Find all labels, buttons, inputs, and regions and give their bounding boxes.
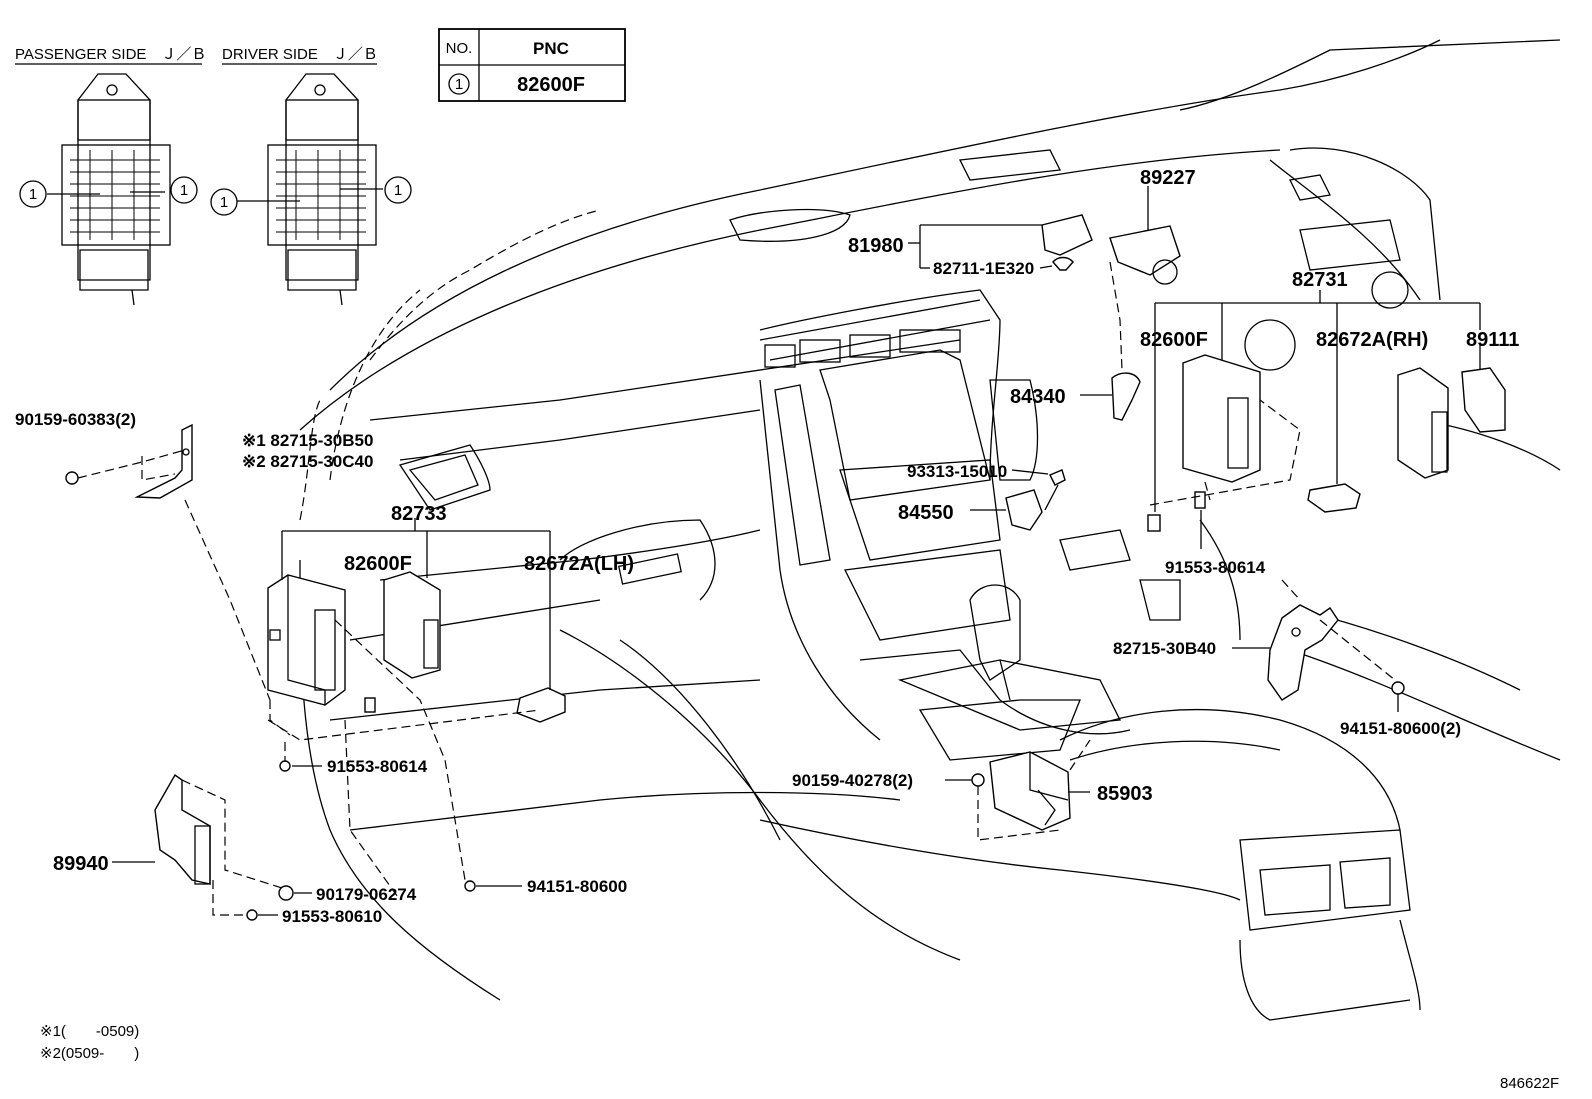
label-82672a-lh: 82672A(LH) — [524, 553, 634, 575]
dashboard-outline — [299, 39, 1561, 1021]
callout-marker-1: 1 — [180, 182, 188, 199]
label-82733: 82733 — [391, 503, 447, 525]
label-82731: 82731 — [1292, 269, 1348, 291]
part-labels: 89227 81980 82711-1E320 82731 82600F 826… — [15, 167, 1519, 926]
footnotes: ※1( -0509) ※2(0509- ) 846622F — [40, 1023, 1559, 1092]
passenger-side-jb-inset: PASSENGER SIDE Ｊ／Ｂ 1 1 — [15, 46, 206, 306]
label-93313-15010: 93313-15010 — [907, 462, 1007, 481]
label-91553-80614-rh: 91553-80614 — [1165, 558, 1266, 577]
figure-id: 846622F — [1500, 1075, 1559, 1092]
pnc-table-row-pnc: 82600F — [517, 74, 585, 96]
driver-side-label: DRIVER SIDE Ｊ／Ｂ — [222, 46, 378, 63]
footnote-2: ※2(0509- ) — [40, 1045, 139, 1062]
right-cluster — [908, 186, 1506, 841]
label-94151-80600-2-rh: 94151-80600(2) — [1340, 719, 1461, 738]
label-82715-30b50: ※1 82715-30B50 — [242, 431, 373, 450]
passenger-side-label: PASSENGER SIDE Ｊ／Ｂ — [15, 46, 206, 63]
pnc-table-row-no: 1 — [455, 76, 463, 93]
label-90159-60383-2: 90159-60383(2) — [15, 410, 136, 429]
label-82672a-rh: 82672A(RH) — [1316, 329, 1428, 351]
footnote-1: ※1( -0509) — [40, 1023, 139, 1040]
label-82715-30c40: ※2 82715-30C40 — [242, 452, 373, 471]
pnc-table-header-no: NO. — [446, 40, 473, 57]
label-90179-06274: 90179-06274 — [316, 885, 417, 904]
left-ecu-cluster — [65, 423, 566, 921]
label-82715-30b40: 82715-30B40 — [1113, 639, 1216, 658]
label-90159-40278-2: 90159-40278(2) — [792, 771, 913, 790]
label-89227: 89227 — [1140, 167, 1196, 189]
label-84340: 84340 — [1010, 386, 1066, 408]
label-91553-80614-lh: 91553-80614 — [327, 757, 428, 776]
label-82600f-rh: 82600F — [1140, 329, 1208, 351]
label-82600f-lh: 82600F — [344, 553, 412, 575]
callout-marker-1: 1 — [394, 182, 402, 199]
driver-side-jb-inset: DRIVER SIDE Ｊ／Ｂ 1 1 — [210, 46, 412, 306]
pnc-table: NO. PNC 1 82600F — [438, 28, 626, 102]
label-89111: 89111 — [1466, 329, 1519, 351]
label-84550: 84550 — [898, 502, 954, 524]
label-82711-1e320: 82711-1E320 — [933, 259, 1034, 278]
label-81980: 81980 — [848, 235, 904, 257]
label-91553-80610: 91553-80610 — [282, 907, 382, 926]
label-85903: 85903 — [1097, 783, 1153, 805]
pnc-table-header-pnc: PNC — [533, 39, 569, 58]
label-89940: 89940 — [53, 853, 109, 875]
callout-marker-1: 1 — [220, 194, 228, 211]
callout-marker-1: 1 — [29, 186, 37, 203]
label-94151-80600-lh: 94151-80600 — [527, 877, 627, 896]
